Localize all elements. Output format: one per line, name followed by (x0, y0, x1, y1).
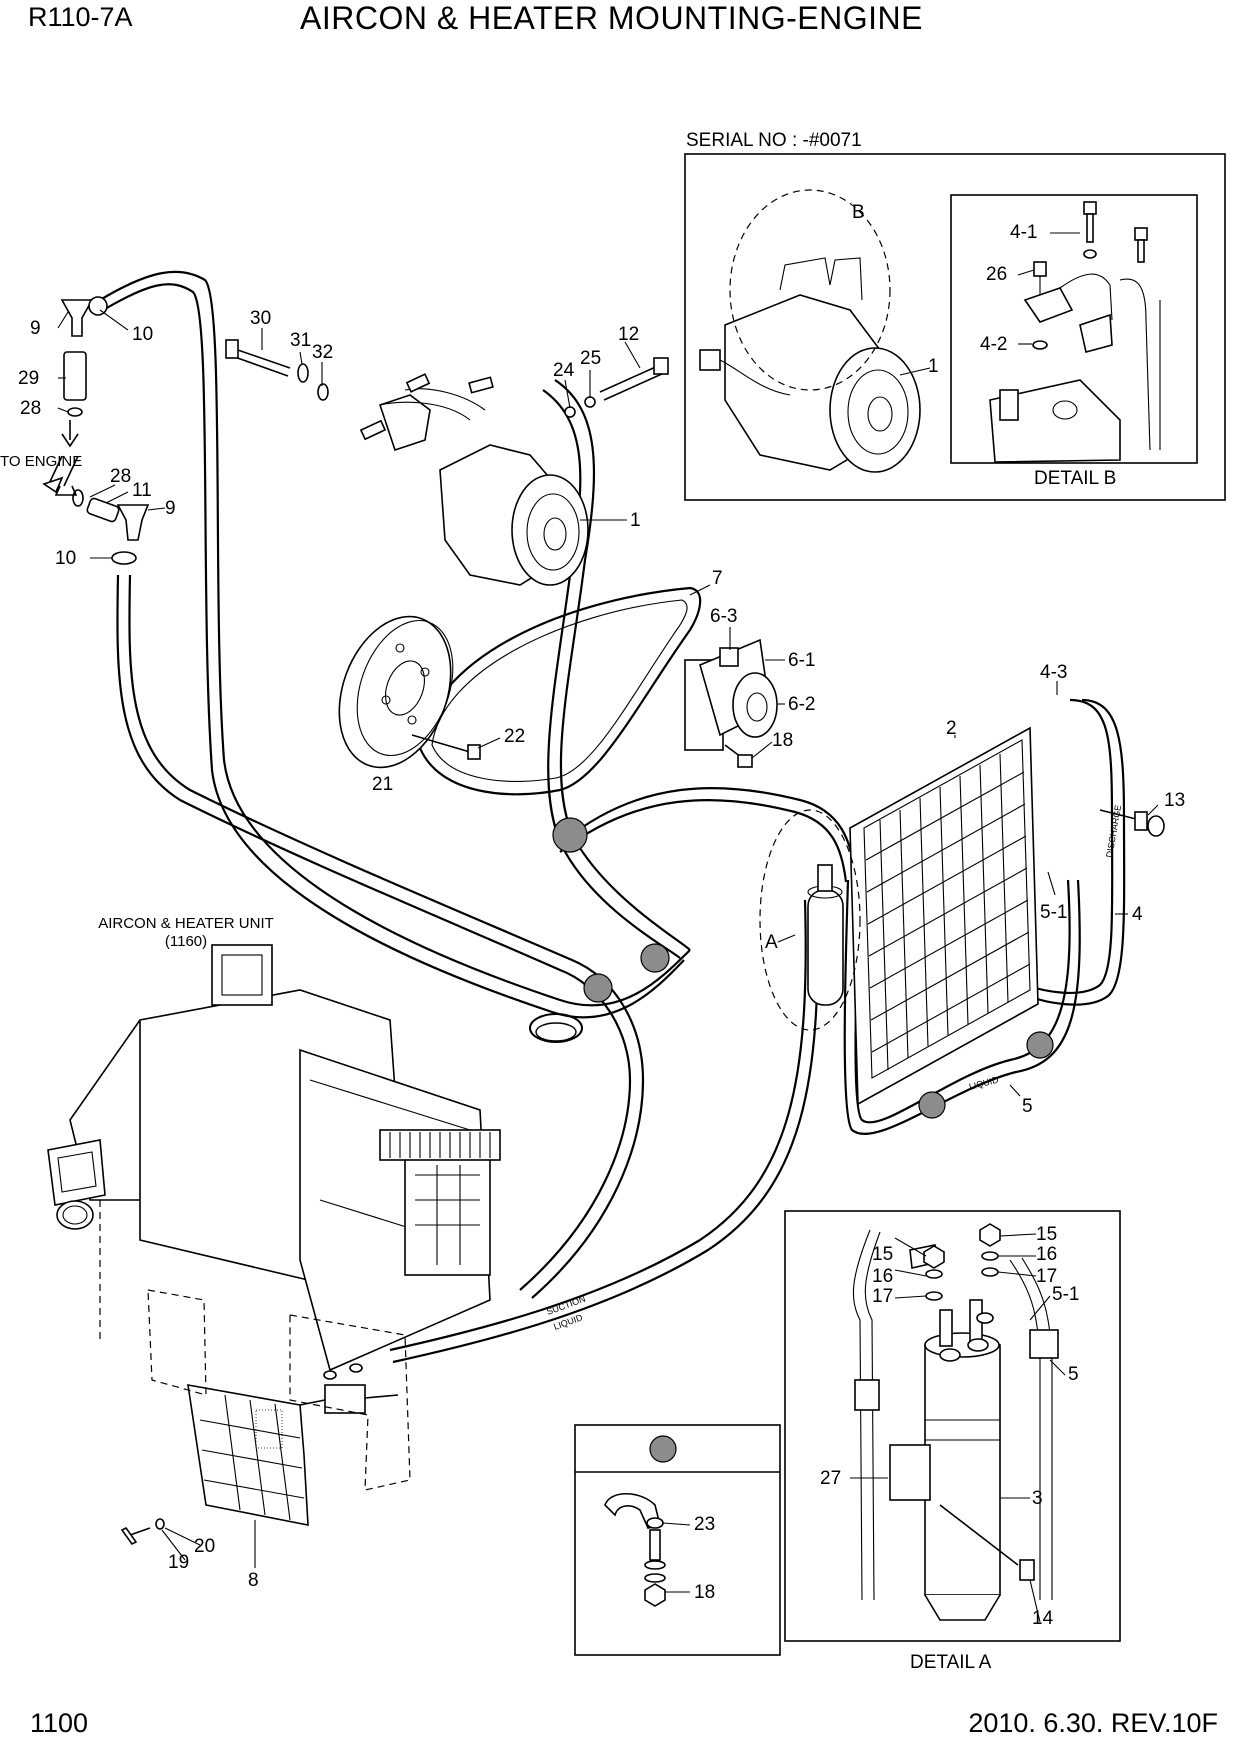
detail-a-marker-circle (759, 809, 861, 1031)
callout-15-left: 15 (872, 1244, 893, 1265)
callout-4: 4 (1132, 904, 1143, 925)
drive-belt (418, 586, 702, 796)
part-callouts: 9 10 29 28 28 11 9 10 30 31 32 24 25 12 … (18, 202, 1185, 1629)
callout-13: 13 (1164, 790, 1185, 811)
bolt-22 (411, 734, 471, 753)
serial-number-caption: SERIAL NO : -#0071 (686, 130, 862, 151)
callout-6-2: 6-2 (788, 694, 815, 715)
screw-19 (120, 1518, 165, 1546)
callout-7: 7 (712, 568, 723, 589)
bolt-30-assembly (225, 339, 669, 418)
detail-b-fittings (989, 201, 1161, 463)
callout-26: 26 (986, 264, 1007, 285)
model-number: R110-7A (28, 2, 133, 32)
callout-18: 18 (772, 730, 793, 751)
callout-2: 2 (946, 718, 957, 739)
callout-5-1: 5-1 (1040, 902, 1067, 923)
marker-b-label: B (852, 202, 865, 223)
revision-date: 2010. 6.30. REV.10F (968, 1708, 1218, 1738)
refrigerant-hoses (99, 270, 1126, 1364)
callout-4-2: 4-2 (980, 334, 1007, 355)
air-filter (187, 1384, 309, 1526)
expansion-valve (299, 1363, 399, 1414)
callout-32: 32 (312, 342, 333, 363)
detail-b-compressor (699, 189, 921, 473)
serial-detail-frame (684, 153, 1226, 501)
detail-b-frame (950, 194, 1198, 464)
callout-8: 8 (248, 1570, 259, 1591)
callout-a-hidden: A (765, 932, 778, 953)
callout-4-1: 4-1 (1010, 222, 1037, 243)
page-title: AIRCON & HEATER MOUNTING-ENGINE (300, 0, 923, 36)
hose-clamps (529, 817, 1054, 1119)
receiver-drier (807, 864, 844, 1006)
bolt-13 (1099, 809, 1165, 837)
compressor (359, 373, 589, 586)
callout-5-1-detail: 5-1 (1052, 1284, 1079, 1305)
callout-28: 28 (20, 398, 41, 419)
arrow-to-engine (42, 476, 64, 494)
callout-11: 11 (132, 480, 152, 501)
callout-9: 9 (30, 318, 41, 339)
callout-10: 10 (132, 324, 153, 345)
bracket-dashed-right (289, 1314, 411, 1491)
callout-5-detail: 5 (1068, 1364, 1079, 1385)
callout-1-detail: 1 (928, 356, 939, 377)
detail-a-frame (784, 1210, 1121, 1642)
clamp-legend-parts (604, 1493, 666, 1607)
callout-5: 5 (1022, 1096, 1033, 1117)
callout-28-lower: 28 (110, 466, 131, 487)
condenser (849, 726, 1039, 1106)
detail-a-caption: DETAIL A (910, 1652, 992, 1673)
callout-19: 19 (168, 1552, 189, 1573)
callout-12: 12 (618, 324, 639, 345)
leader-lines (57, 232, 1159, 1623)
crank-pulley (338, 615, 454, 769)
callout-23: 23 (694, 1514, 715, 1535)
callout-3: 3 (1032, 1488, 1043, 1509)
arrow-down (61, 420, 79, 448)
clamp-legend-symbol (649, 1435, 677, 1463)
hose-liquid-label: LIQUID (968, 1074, 1000, 1092)
callout-17: 17 (1036, 1266, 1057, 1287)
detail-b-caption: DETAIL B (1034, 468, 1116, 489)
callout-17-left: 17 (872, 1286, 893, 1307)
callout-15: 15 (1036, 1224, 1057, 1245)
marker-a-label: A (765, 932, 778, 953)
callout-18-legend: 18 (694, 1582, 715, 1603)
belt-tensioner (684, 638, 778, 768)
page-number: 1100 (30, 1708, 89, 1738)
callout-29: 29 (18, 368, 39, 389)
callout-14: 14 (1032, 1608, 1054, 1629)
clamp-legend-frame (574, 1424, 781, 1656)
callout-6-3: 6-3 (710, 606, 737, 627)
callout-6-1: 6-1 (788, 650, 815, 671)
callout-16: 16 (1036, 1244, 1057, 1265)
callout-4-3: 4-3 (1040, 662, 1067, 683)
callout-22: 22 (504, 726, 525, 747)
callout-24: 24 (553, 360, 575, 381)
detail-a-hardware (923, 1223, 1035, 1581)
callout-1: 1 (630, 510, 641, 531)
callout-b-hidden: B (852, 202, 865, 223)
callout-27: 27 (820, 1468, 841, 1489)
callout-9-lower: 9 (165, 498, 176, 519)
aircon-heater-unit (47, 944, 501, 1372)
to-engine-caption: TO ENGINE (0, 453, 82, 470)
callout-16-left: 16 (872, 1266, 893, 1287)
callout-30: 30 (250, 308, 271, 329)
bracket-dashed-left (147, 1289, 207, 1396)
heater-fittings (47, 296, 150, 565)
heater-unit-ref: (1160) (165, 933, 207, 950)
callout-31: 31 (290, 330, 311, 351)
callout-21: 21 (372, 774, 393, 795)
detail-a-receiver (852, 1229, 1059, 1621)
callout-20: 20 (194, 1536, 215, 1557)
callout-10-lower: 10 (55, 548, 76, 569)
callout-25: 25 (580, 348, 601, 369)
heater-unit-caption: AIRCON & HEATER UNIT (98, 915, 274, 932)
bolt-22-head (467, 744, 481, 760)
